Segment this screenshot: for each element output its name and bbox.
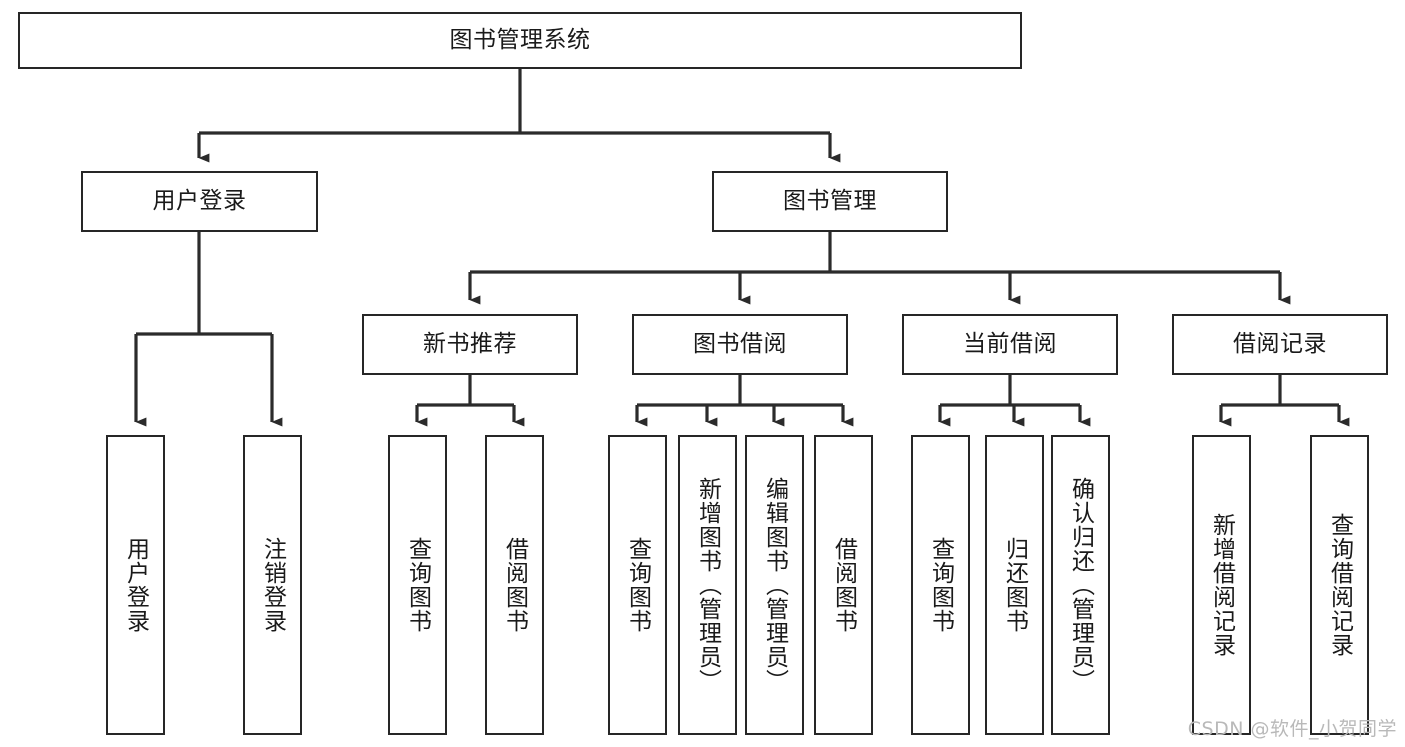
leaf-label-return-book: 归还图书 <box>1001 537 1028 633</box>
leaf-borrow-book[interactable]: 借阅图书 <box>814 435 873 735</box>
leaf-add-borrow-record[interactable]: 新增借阅记录 <box>1192 435 1251 735</box>
node-current-borrow[interactable]: 当前借阅 <box>902 314 1118 375</box>
node-new-book-recommend[interactable]: 新书推荐 <box>362 314 578 375</box>
leaf-label-query-borrow-record: 查询借阅记录 <box>1326 513 1353 657</box>
leaf-label-query-book-current: 查询图书 <box>927 537 954 633</box>
leaf-label-edit-book-admin: 编辑图书（管理员） <box>761 477 788 693</box>
leaf-query-book[interactable]: 查询图书 <box>608 435 667 735</box>
leaf-edit-book-admin[interactable]: 编辑图书（管理员） <box>745 435 804 735</box>
leaf-label-borrow-book: 借阅图书 <box>830 537 857 633</box>
node-book-management[interactable]: 图书管理 <box>712 171 948 232</box>
node-label-new-book-recommend: 新书推荐 <box>423 330 517 357</box>
node-label-current-borrow: 当前借阅 <box>963 330 1057 357</box>
leaf-label-add-book-admin: 新增图书（管理员） <box>694 477 721 693</box>
node-book-borrow[interactable]: 图书借阅 <box>632 314 848 375</box>
node-label-book-management: 图书管理 <box>783 187 877 214</box>
leaf-confirm-return-admin[interactable]: 确认归还（管理员） <box>1051 435 1110 735</box>
node-label-user-login: 用户登录 <box>152 187 247 214</box>
csdn-watermark: CSDN @软件_小贺同学 <box>1187 718 1397 740</box>
leaf-label-query-book: 查询图书 <box>624 537 651 633</box>
leaf-label-confirm-return-admin: 确认归还（管理员） <box>1067 477 1094 693</box>
leaf-query-borrow-record[interactable]: 查询借阅记录 <box>1310 435 1369 735</box>
leaf-query-book-current[interactable]: 查询图书 <box>911 435 970 735</box>
node-borrow-record[interactable]: 借阅记录 <box>1172 314 1388 375</box>
node-label-root: 图书管理系统 <box>449 26 591 53</box>
leaf-borrow-book-new[interactable]: 借阅图书 <box>485 435 544 735</box>
node-label-borrow-record: 借阅记录 <box>1233 330 1327 357</box>
leaf-return-book[interactable]: 归还图书 <box>985 435 1044 735</box>
node-root-system[interactable]: 图书管理系统 <box>18 12 1022 69</box>
node-label-book-borrow: 图书借阅 <box>693 330 787 357</box>
leaf-label-borrow-book-new: 借阅图书 <box>501 537 528 633</box>
leaf-add-book-admin[interactable]: 新增图书（管理员） <box>678 435 737 735</box>
node-user-login[interactable]: 用户登录 <box>81 171 318 232</box>
leaf-user-login[interactable]: 用户登录 <box>106 435 165 735</box>
leaf-label-add-borrow-record: 新增借阅记录 <box>1208 513 1235 657</box>
leaf-label-logout: 注销登录 <box>259 537 286 633</box>
leaf-query-book-new[interactable]: 查询图书 <box>388 435 447 735</box>
leaf-label-query-book-new: 查询图书 <box>404 537 431 633</box>
leaf-label-user-login: 用户登录 <box>122 537 149 633</box>
leaf-logout[interactable]: 注销登录 <box>243 435 302 735</box>
